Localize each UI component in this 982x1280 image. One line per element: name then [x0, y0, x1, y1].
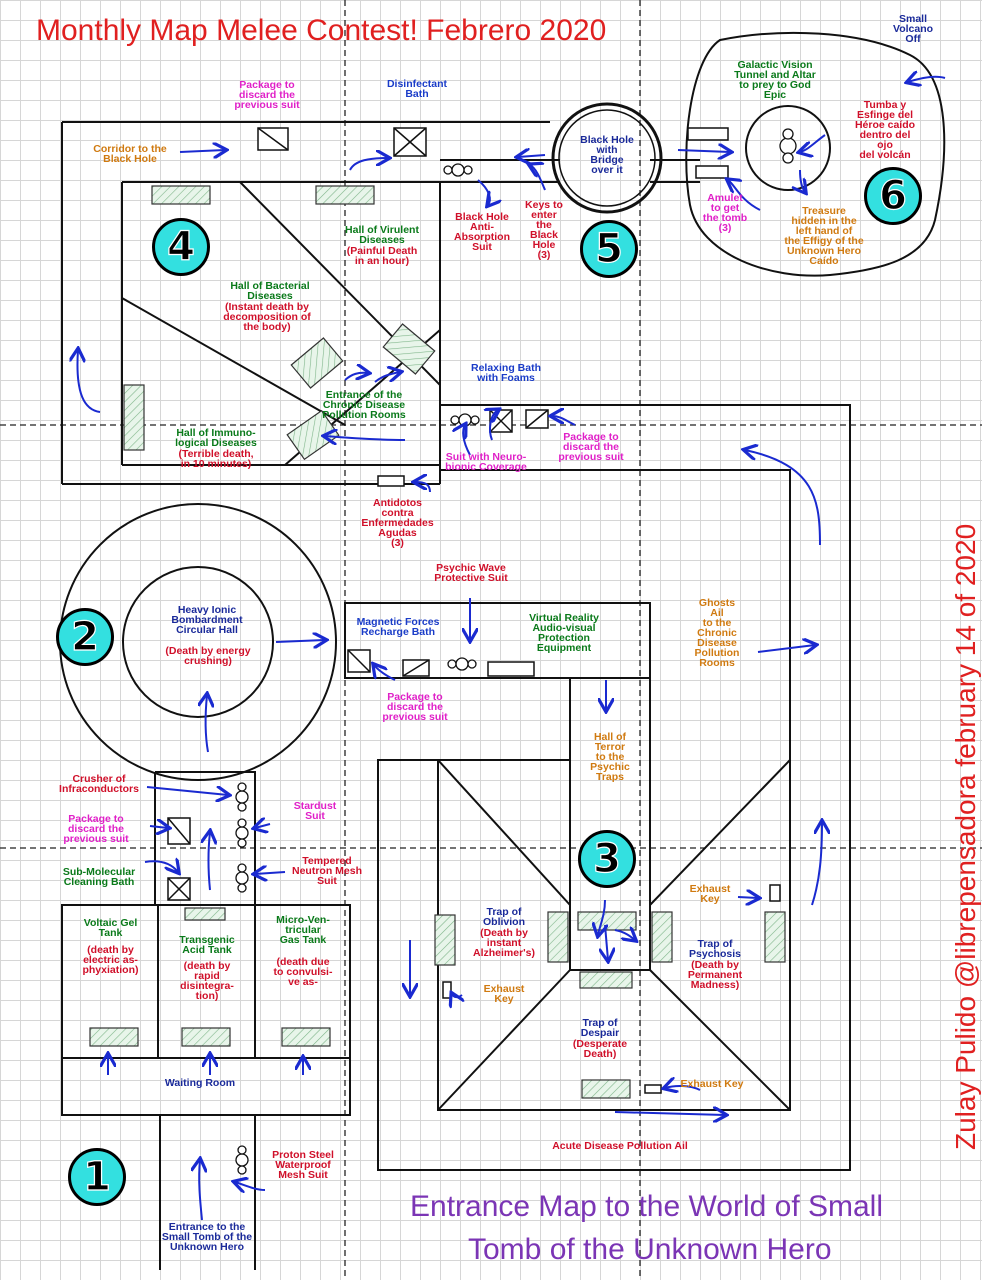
- label-trap-oblivion: Trap of Oblivion: [483, 906, 525, 928]
- volcano-eye: [745, 105, 831, 191]
- label-stardust-suit: Stardust Suit: [293, 800, 337, 822]
- label-magnetic-bath: Magnetic Forces Recharge Bath: [356, 616, 440, 638]
- zone-badge-3: 3: [578, 830, 636, 888]
- label-voltaic-tank: Voltaic Gel Tank: [83, 917, 138, 939]
- entrance-corridor: [159, 1115, 256, 1270]
- label-hall-bacterial: Hall of Bacterial Diseases: [230, 280, 310, 302]
- label-hall-virulent-desc: (Painful Death in an hour): [346, 245, 418, 267]
- package-boxes: [167, 127, 781, 1094]
- label-black-hole-suit: Black Hole Anti- Absorption Suit: [454, 211, 510, 253]
- label-exhaust-key-left: Exhaust Key: [483, 983, 525, 1005]
- vertical-credit: Zulay Pulido @librepensadora february 14…: [950, 523, 981, 1150]
- label-hall-immuno: Hall of Immuno- logical Diseases: [175, 427, 257, 449]
- zone-badge-1: 1: [68, 1148, 126, 1206]
- label-acute-disease: Acute Disease Pollution Ail: [552, 1140, 688, 1152]
- label-suit-neuro: Suit with Neuro- bionic Coverage: [445, 451, 527, 473]
- label-package-top: Package to discard the previous suit: [234, 79, 300, 111]
- label-entrance-chronic: Entrance of the Chronic Disease Pollutio…: [322, 389, 406, 421]
- volcano-outline: [685, 31, 946, 277]
- label-trap-psychosis: Trap of Psychosis: [689, 938, 741, 960]
- label-transgenic-desc: (death by rapid disintegra- tion): [180, 960, 234, 1002]
- label-package-mid-right: Package to discard the previous suit: [558, 431, 624, 463]
- label-exhaust-key-right: Exhaust Key: [689, 883, 731, 905]
- label-hall-virulent: Hall of Virulent Diseases: [345, 224, 419, 246]
- label-keys-black-hole: Keys to enter the Black Hole (3): [525, 199, 563, 261]
- label-amulet: Amulet to get the tomb (3): [702, 192, 748, 234]
- trap-diagonals: [437, 759, 791, 1111]
- label-submolecular-bath: Sub-Molecular Cleaning Bath: [62, 866, 136, 888]
- map-title: Monthly Map Melee Contest! Febrero 2020: [36, 14, 607, 47]
- suit-corridor: [154, 771, 256, 905]
- label-exhaust-key-bottom: Exhaust Key: [680, 1078, 744, 1090]
- zone-badge-5: 5: [580, 220, 638, 278]
- label-corridor-black-hole: Corridor to the Black Hole: [93, 143, 167, 165]
- label-heavy-ionic-desc: (Death by energy crushing): [165, 645, 251, 667]
- black-hole: [551, 102, 663, 214]
- label-entrance: Entrance to the Small Tomb of the Unknow…: [161, 1221, 253, 1253]
- zone-badge-2: 2: [56, 608, 114, 666]
- map-subtitle-line-1: Entrance Map to the World of Small: [410, 1190, 883, 1223]
- hall-of-terror: [569, 678, 651, 971]
- label-trap-despair-desc: (Desperate Death): [572, 1038, 628, 1060]
- ionic-inner-hall: [122, 566, 274, 718]
- label-hall-terror: Hall of Terror to the Psychic Traps: [590, 731, 630, 783]
- map-subtitle-line-2: Tomb of the Unknown Hero: [468, 1233, 832, 1266]
- arrows: [77, 77, 946, 1221]
- label-transgenic-tank: Transgenic Acid Tank: [179, 934, 235, 956]
- label-hall-bacterial-desc: (Instant death by decomposition of the b…: [223, 301, 311, 333]
- label-psychic-suit: Psychic Wave Protective Suit: [434, 562, 508, 584]
- label-small-volcano: Small Volcano Off: [892, 13, 934, 45]
- label-tempered-suit: Tempered Neutron Mesh Suit: [291, 855, 362, 887]
- zone-badge-4: 4: [152, 218, 210, 276]
- label-trap-despair: Trap of Despair: [580, 1017, 620, 1039]
- label-tumba: Tumba y Esfinge del Héroe caído dentro d…: [854, 99, 916, 161]
- label-package-left: Package to discard the previous suit: [63, 813, 129, 845]
- label-disinfectant-bath: Disinfectant Bath: [386, 78, 448, 100]
- label-virtual-reality: Virtual Reality Audio-visual Protection …: [529, 612, 599, 654]
- label-antidotos: Antidotos contra Enfermedades Agudas (3): [361, 497, 434, 549]
- label-trap-oblivion-desc: (Death by instant Alzheimer's): [472, 927, 535, 959]
- label-heavy-ionic: Heavy Ionic Bombardment Circular Hall: [171, 604, 243, 636]
- zone-badge-6: 6: [864, 167, 922, 225]
- label-microventricular-tank: Micro-Ven- tricular Gas Tank: [276, 914, 330, 946]
- label-package-mid: Package to discard the previous suit: [382, 691, 448, 723]
- label-ghosts-ail: Ghosts Ail to the Chronic Disease Pollut…: [694, 597, 740, 669]
- label-voltaic-desc: (death by electric as- phyxiation): [82, 944, 139, 976]
- label-microventricular-desc: (death due to convulsi- ve as-: [273, 956, 333, 988]
- label-black-hole-bridge: Black Hole with Bridge over it: [580, 134, 634, 176]
- label-hall-immuno-desc: (Terrible death, in 10 minutes): [178, 448, 254, 470]
- label-galactic-vision: Galactic Vision Tunnel and Altar to prey…: [734, 59, 816, 101]
- label-crusher: Crusher of Infraconductors: [59, 773, 139, 795]
- bridge-corridor: [440, 159, 700, 183]
- label-waiting-room: Waiting Room: [164, 1077, 236, 1089]
- suit-icons: [235, 128, 797, 1175]
- label-treasure: Treasure hidden in the left hand of the …: [784, 205, 864, 267]
- top-corridor-walls: [61, 121, 550, 484]
- label-trap-psychosis-desc: (Death by Permanent Madness): [687, 959, 743, 991]
- hall-4-diagonals: [62, 181, 441, 485]
- label-proton-suit: Proton Steel Waterproof Mesh Suit: [272, 1149, 334, 1181]
- doors: [89, 185, 786, 1099]
- label-relaxing-bath: Relaxing Bath with Foams: [470, 362, 541, 384]
